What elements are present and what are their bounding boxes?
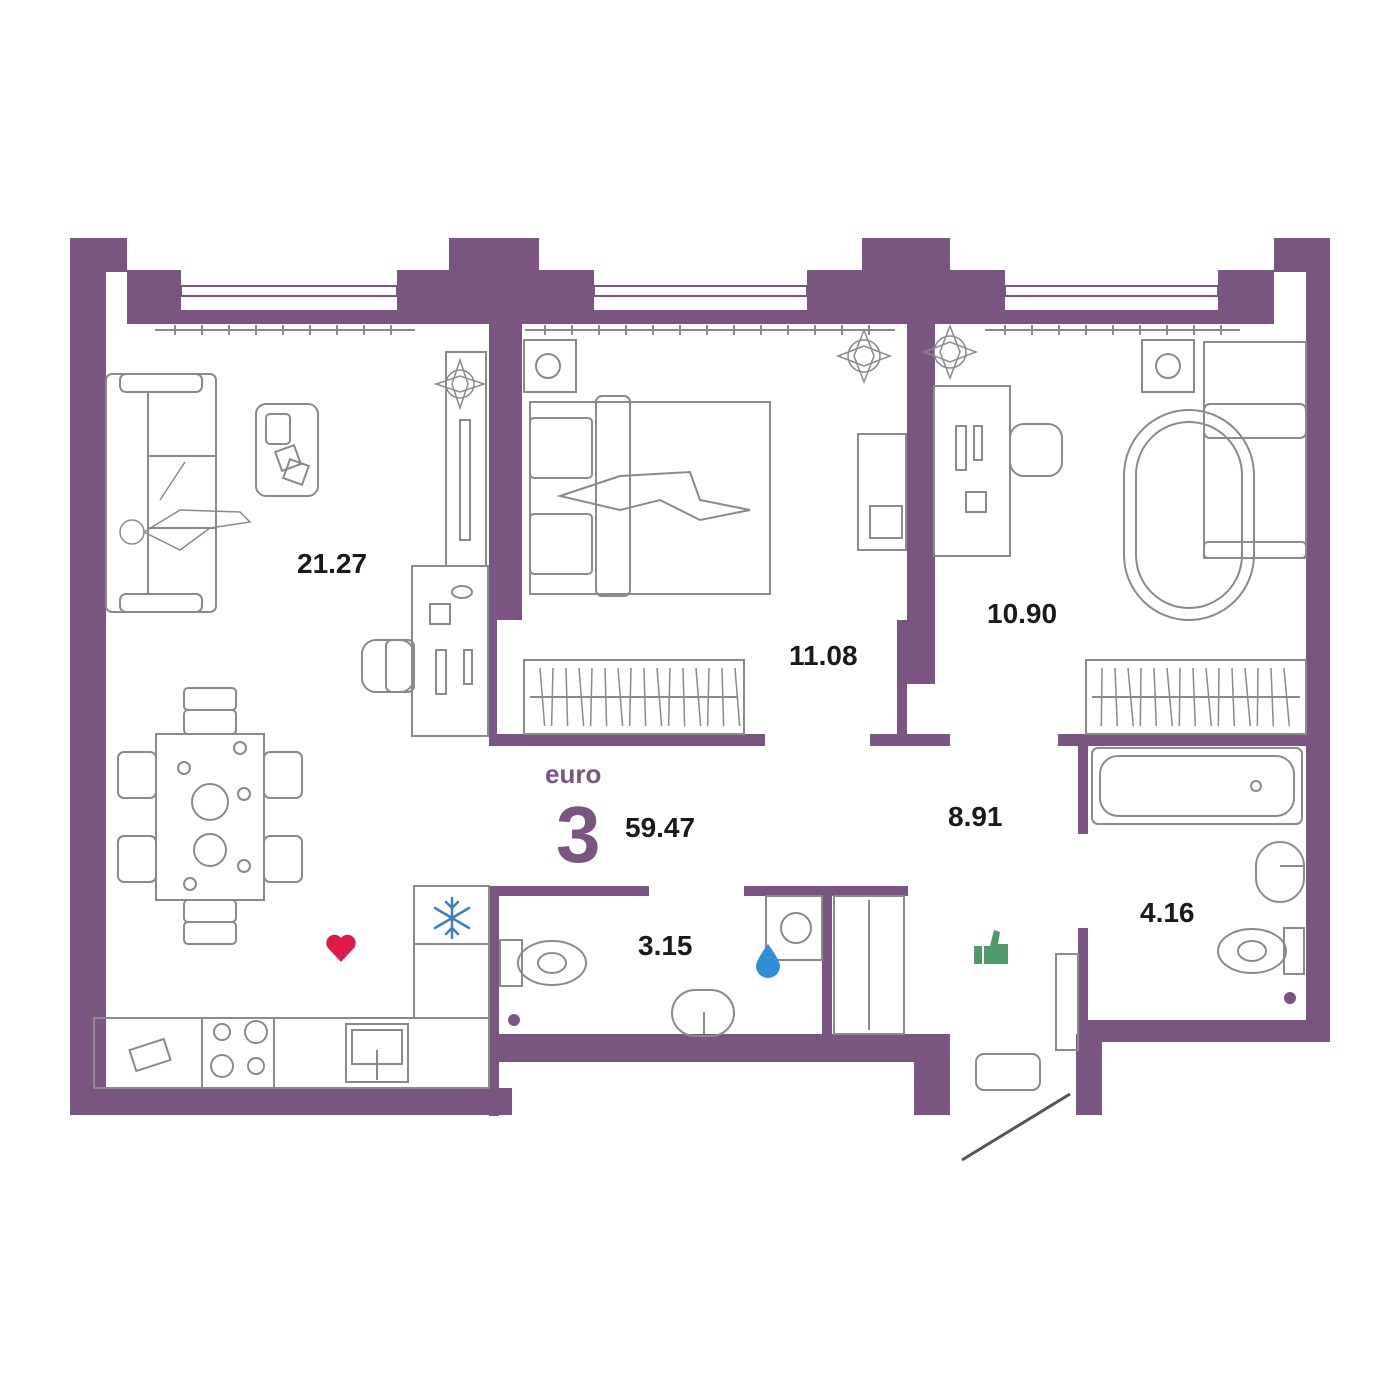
- storage-rack-icon: [833, 895, 905, 1035]
- cutting-board-icon: [128, 1037, 172, 1073]
- kitchen-counter-icon: [93, 1017, 490, 1089]
- bed-icon: [529, 395, 771, 597]
- entry-mat-icon: [975, 1053, 1041, 1091]
- hanger-line: [589, 667, 593, 727]
- bathtub-icon: [1091, 747, 1303, 825]
- dining-table-icon: [117, 687, 303, 945]
- hanger-line: [617, 667, 624, 727]
- shoe-rack-icon: [1055, 953, 1079, 1051]
- hanger-line: [734, 667, 741, 727]
- area-label-bedroom-1: 11.08: [789, 640, 858, 671]
- hanger-line: [695, 667, 702, 727]
- windows: [180, 285, 1219, 297]
- drain-icon: [1284, 992, 1296, 1004]
- washing-machine-icon: [765, 895, 823, 961]
- area-label-bathroom: 4.16: [1140, 897, 1195, 928]
- walls: [70, 238, 1330, 1116]
- desk-icon: [933, 385, 1011, 557]
- plant-icon: [835, 327, 893, 385]
- hanger-line: [682, 667, 686, 727]
- area-label-hallway: 8.91: [948, 801, 1003, 832]
- area-label-wc: 3.15: [638, 930, 693, 961]
- window-living: [180, 285, 398, 297]
- wardrobe-icon: [1085, 659, 1307, 735]
- hanger-line: [550, 667, 554, 727]
- hanger-line: [539, 667, 546, 727]
- hanger-line: [628, 667, 632, 727]
- wardrobe-icon: [523, 659, 745, 735]
- stove-icon: [201, 1017, 275, 1089]
- thumbs-up-icon: [974, 930, 1008, 964]
- coffee-table-icon: [255, 403, 319, 497]
- plant-icon: [433, 357, 487, 411]
- hanger-line: [667, 667, 671, 727]
- hanger-line: [656, 667, 663, 727]
- office-chair-icon: [361, 639, 415, 693]
- apartment-type-label: euro: [545, 759, 601, 789]
- entry-door-icon: [961, 1092, 1071, 1162]
- hanger-line: [721, 667, 725, 727]
- bed-icon: [1203, 341, 1307, 559]
- area-label-living-kitchen: 21.27: [297, 548, 367, 579]
- desk-icon: [857, 433, 907, 551]
- person-on-sofa-icon: [119, 461, 252, 551]
- toilet-icon: [1217, 927, 1305, 975]
- curtain-rails: [155, 325, 1240, 335]
- water-drop-icon: [756, 944, 780, 978]
- sofa-icon: [105, 373, 217, 613]
- office-chair-icon: [1009, 423, 1063, 477]
- window-bedroom-2: [1004, 285, 1219, 297]
- snowflake-icon: [433, 896, 471, 940]
- drain-icon: [508, 1014, 520, 1026]
- washing-machine-icon: [523, 339, 577, 393]
- kitchen-sink-icon: [345, 1023, 409, 1083]
- sink-icon: [1255, 841, 1305, 903]
- heart-icon: [326, 934, 356, 962]
- hanger-line: [578, 667, 585, 727]
- window-bedroom-1: [593, 285, 808, 297]
- area-label-bedroom-2: 10.90: [987, 598, 1057, 629]
- hanger-line: [706, 667, 710, 727]
- sink-icon: [671, 989, 735, 1037]
- total-area-label: 59.47: [625, 812, 695, 843]
- hanger-line: [604, 667, 608, 727]
- plant-icon: [921, 323, 979, 381]
- washing-machine-icon: [1141, 339, 1195, 393]
- toilet-icon: [499, 939, 587, 987]
- hanger-line: [565, 667, 569, 727]
- rooms-count-label: 3: [556, 790, 601, 879]
- desk-icon: [411, 565, 489, 737]
- hanger-line: [643, 667, 647, 727]
- rug-icon: [1123, 409, 1255, 621]
